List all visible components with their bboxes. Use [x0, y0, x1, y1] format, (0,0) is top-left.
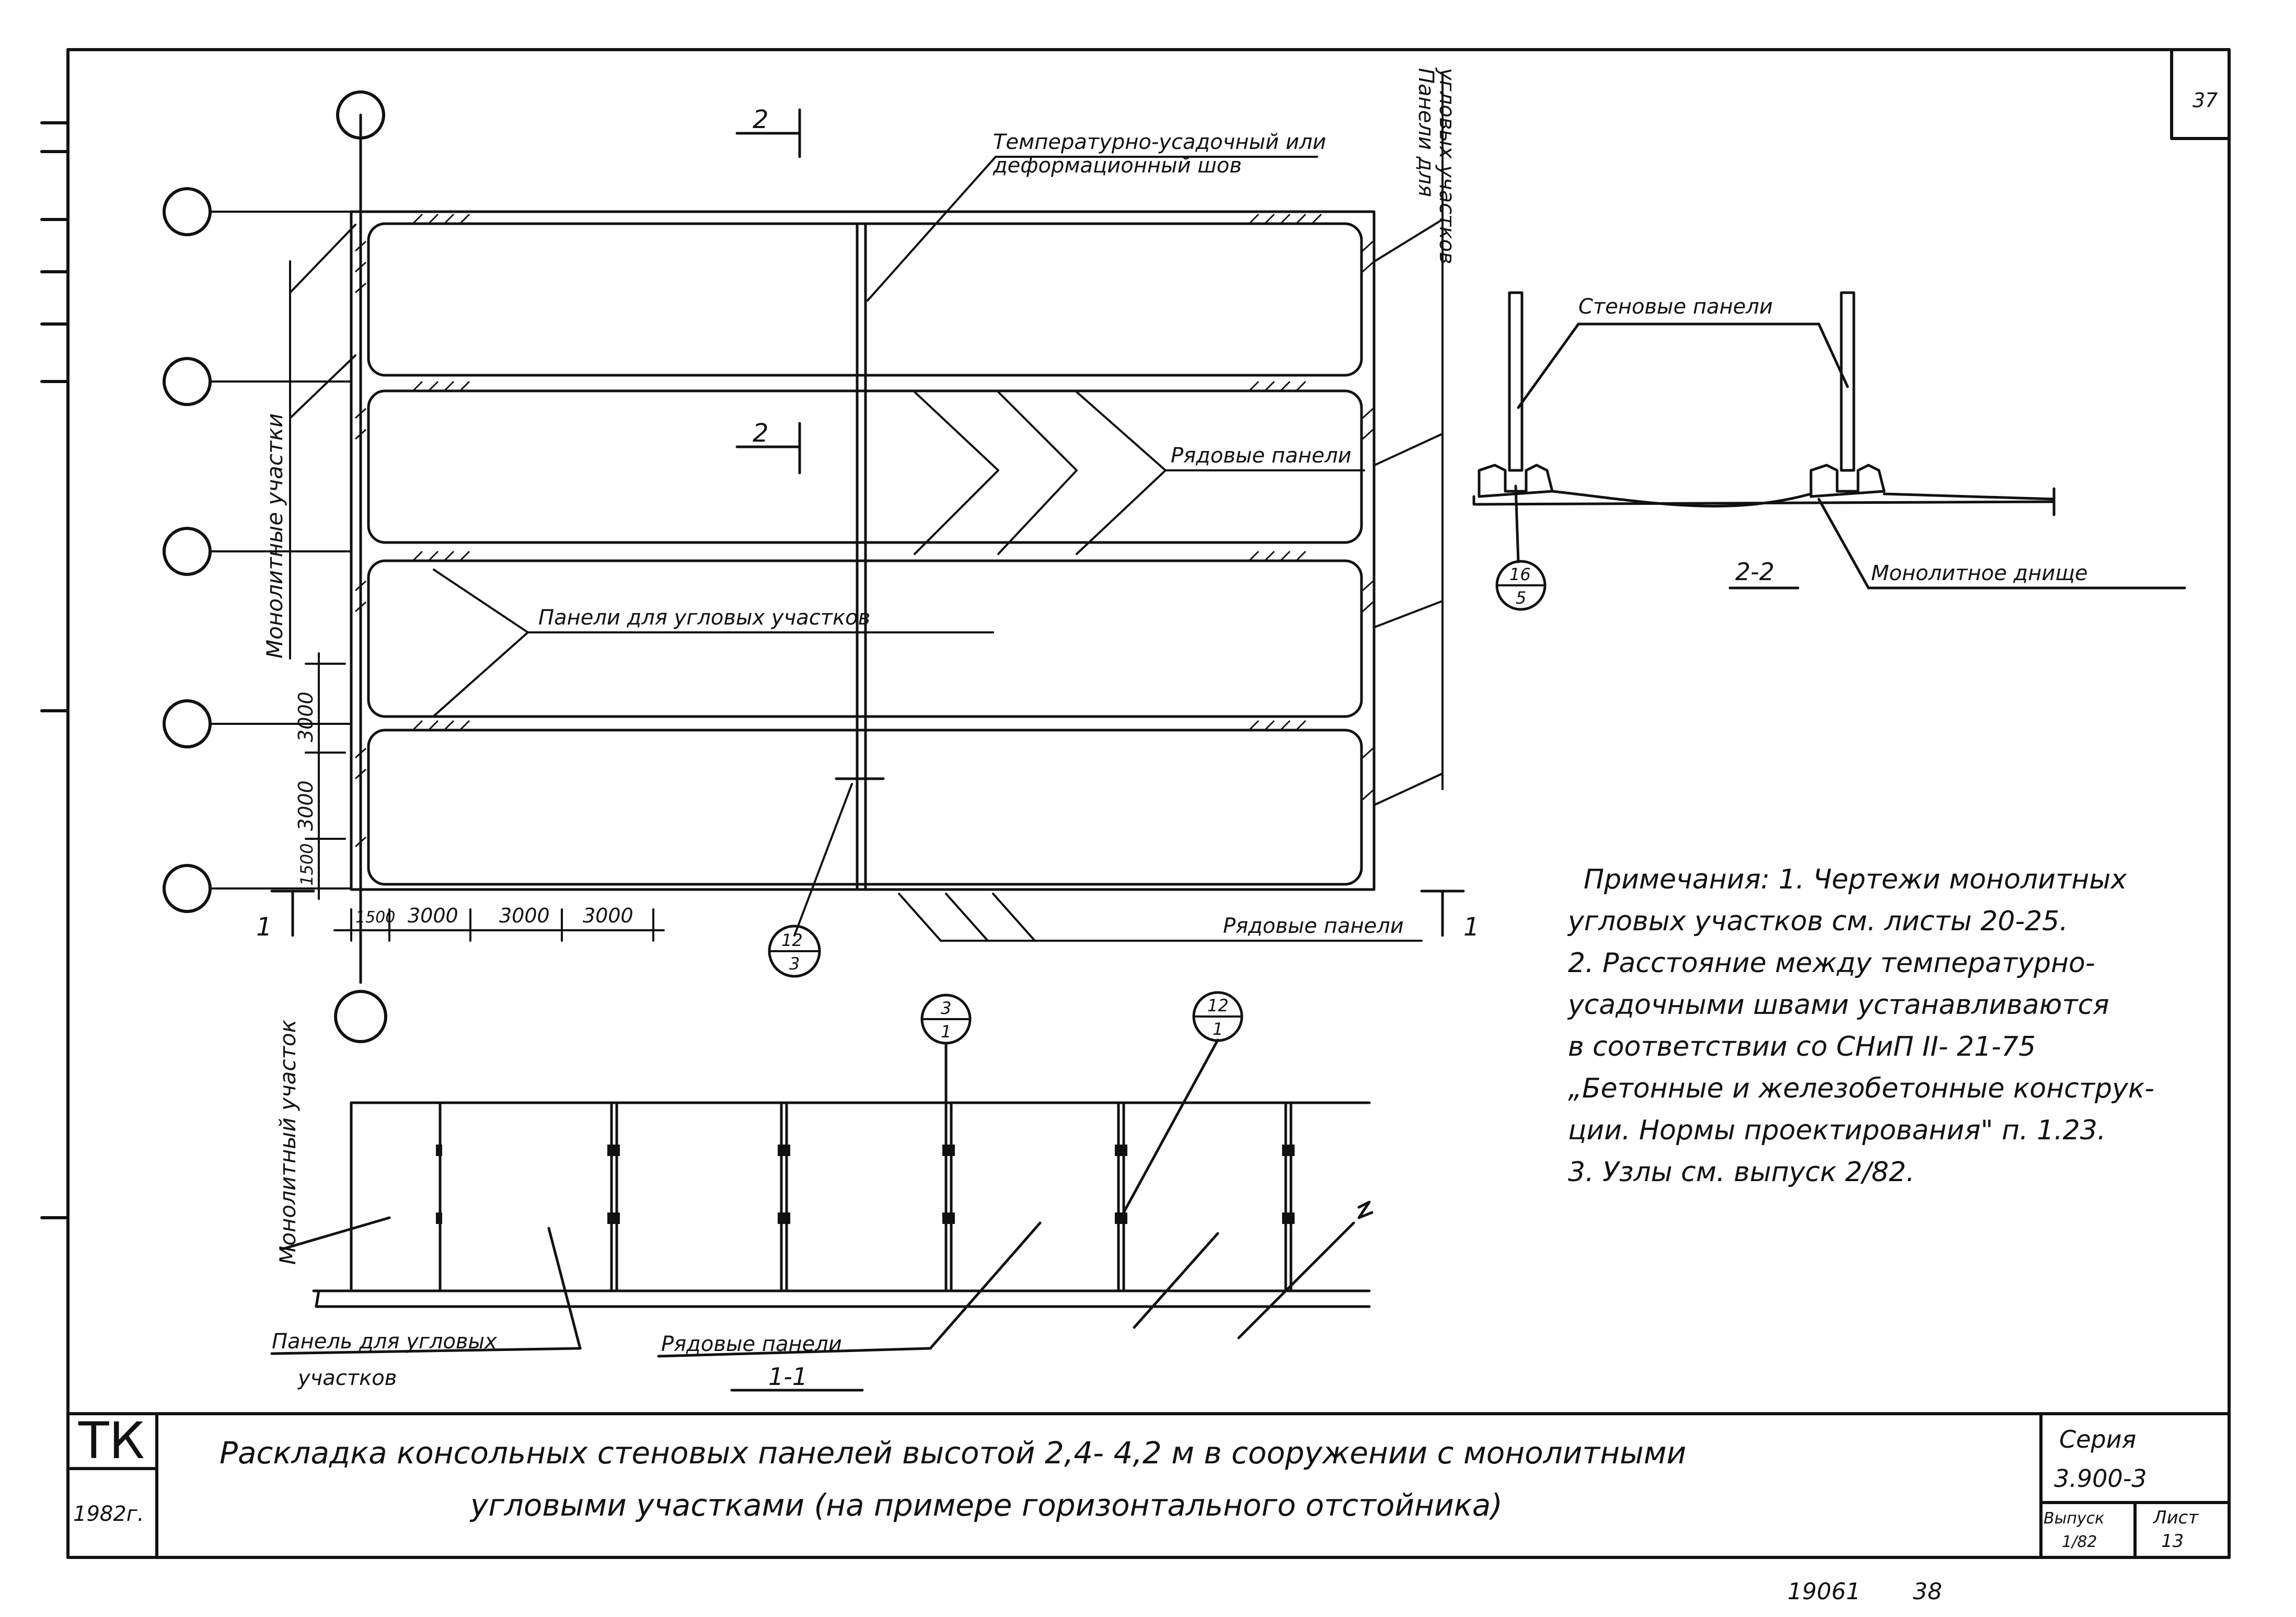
section-cut-2-mid	[735, 422, 801, 475]
callout-16-5: 16 5	[1495, 560, 1547, 611]
base-slab	[312, 1289, 1371, 1308]
wall-panel-right	[1840, 291, 1855, 472]
series-value: 3.900-3	[2054, 1464, 2147, 1493]
note-line-8: 3. Узлы см. выпуск 2/82.	[1568, 1157, 1914, 1188]
sheet-frame	[40, 48, 2231, 1559]
slab-bottom	[1472, 490, 2056, 507]
year: 1982г.	[73, 1502, 144, 1526]
axis-bubble-bottom	[334, 990, 387, 1043]
label-corner-panels-right-1: Панели для	[1414, 68, 1438, 197]
label-corner-panels-mid: Панели для угловых участков	[538, 606, 870, 630]
wall-panel-left	[1508, 291, 1524, 472]
section-cut-1-left	[270, 890, 315, 937]
note-line-1: Примечания: 1. Чертежи монолитных	[1584, 864, 2127, 895]
section-mark-2-mid: 2	[753, 419, 769, 448]
dim-x-3000-b: 3000	[499, 904, 550, 927]
issue-value: 1/82	[2062, 1533, 2097, 1551]
wall-base-left	[1478, 464, 1554, 498]
series-label: Серия	[2059, 1425, 2136, 1453]
note-line-7: ции. Нормы проектирования" п. 1.23.	[1568, 1115, 2106, 1146]
svg-text:12: 12	[1207, 996, 1229, 1015]
section-2-2: Стеновые панели Монолитное днище 2-2 16 …	[1472, 291, 2186, 611]
note-line-3: 2. Расстояние между температурно-	[1568, 948, 2095, 979]
dim-y-1500: 1500	[297, 844, 317, 886]
org-code: ТК	[78, 1412, 145, 1470]
axis-bubble-d	[163, 699, 212, 748]
dimension-chain-y	[305, 652, 346, 900]
title-block: ТК 1982г. Раскладка консольных стеновых …	[73, 1412, 2199, 1552]
svg-text:1: 1	[941, 1022, 951, 1042]
sheet-number: 37	[2193, 89, 2218, 112]
dim-x-3000-c: 3000	[583, 904, 633, 927]
svg-text:3: 3	[789, 954, 800, 974]
label-row-panels-bottom: Рядовые панели	[1223, 914, 1404, 938]
label-monolithic-sections: Монолитные участки	[262, 413, 287, 659]
sheet-value: 13	[2161, 1531, 2184, 1552]
svg-text:3: 3	[941, 998, 951, 1018]
axis-bubble-c	[163, 527, 212, 576]
dim-x-3000-a: 3000	[408, 904, 458, 927]
svg-text:12: 12	[781, 930, 803, 950]
label-corner-panels-right-2: угловых участков	[1435, 67, 1459, 264]
label-corner-panel-line1: Панель для угловых	[272, 1330, 497, 1354]
label-joint-line2: деформационный шов	[993, 154, 1242, 178]
label-monolithic-section: Монолитный участок	[275, 1019, 301, 1265]
section-cut-2-top	[735, 108, 801, 158]
section-1-1: Монолитный участок Панель для угловых уч…	[270, 991, 1374, 1392]
label-wall-panels: Стеновые панели	[1578, 295, 1773, 319]
expansion-joint	[835, 222, 885, 890]
note-line-4: усадочными швами устанавливаются	[1567, 989, 2109, 1021]
note-line-5: в соответствии со СНиП II- 21-75	[1568, 1031, 2036, 1062]
plan-leaders	[289, 72, 1444, 942]
svg-text:1: 1	[1213, 1019, 1223, 1039]
title-line-2: угловыми участками (на примере горизонта…	[469, 1487, 1503, 1523]
footer-page: 38	[1913, 1578, 1942, 1605]
section-2-2-caption: 2-2	[1735, 558, 1774, 586]
label-joint-line1: Температурно-усадочный или	[993, 130, 1326, 154]
label-row-panels-section: Рядовые панели	[661, 1332, 842, 1356]
dim-y-3000-b: 3000	[294, 691, 317, 742]
callout-3-1: 3 1	[920, 994, 972, 1045]
dimension-chain-x	[333, 908, 665, 942]
sheet-label: Лист	[2152, 1507, 2199, 1528]
label-monolithic-bottom: Монолитное днище	[1871, 561, 2088, 585]
svg-text:5: 5	[1516, 588, 1526, 608]
label-row-panels: Рядовые панели	[1171, 444, 1352, 468]
callout-12-3: 12 3	[768, 925, 821, 978]
section-mark-2-top: 2	[753, 105, 769, 134]
axis-bubble-top	[336, 90, 385, 140]
wall-base-right	[1809, 464, 1886, 498]
section-mark-1-left: 1	[256, 913, 272, 942]
dim-y-3000-a: 3000	[294, 780, 317, 831]
dim-x-1500: 1500	[355, 908, 395, 927]
axis-bubble-e	[163, 864, 212, 913]
notes: Примечания: 1. Чертежи монолитных угловы…	[1567, 864, 2154, 1188]
callout-12-1: 12 1	[1192, 991, 1243, 1042]
label-corner-panel-line2: участков	[297, 1366, 397, 1390]
section-1-1-caption: 1-1	[768, 1362, 807, 1391]
title-line-1: Раскладка консольных стеновых панелей вы…	[220, 1435, 1686, 1471]
panel-clips	[436, 1145, 1295, 1224]
axis-bubble-b	[163, 357, 212, 406]
footer-code: 19061	[1787, 1578, 1861, 1605]
svg-text:16: 16	[1509, 564, 1531, 584]
axis-bubble-a	[163, 187, 212, 236]
section-mark-1-right: 1	[1463, 913, 1480, 942]
plan-view: 2 2 1 1 1500 3000 3000 3000	[163, 67, 1480, 1043]
monolithic-hatching	[354, 213, 1374, 848]
section-cut-1-right	[1420, 890, 1465, 937]
note-line-6: „Бетонные и железобетонные конструк-	[1568, 1073, 2154, 1104]
issue-label: Выпуск	[2044, 1509, 2104, 1528]
note-line-2: угловых участков см. листы 20-25.	[1567, 906, 2068, 937]
plan-outer-wall	[350, 210, 1376, 891]
